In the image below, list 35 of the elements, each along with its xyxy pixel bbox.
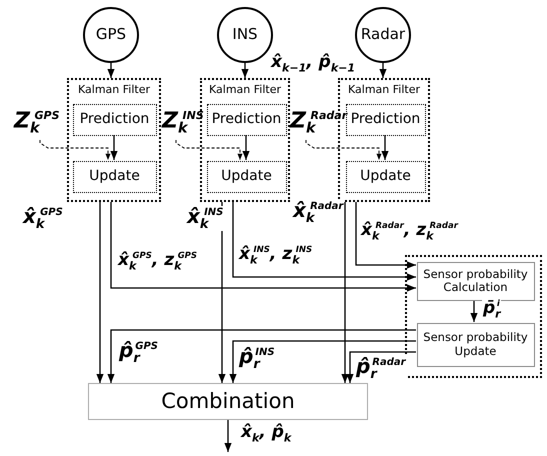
arrow: [107, 63, 115, 78]
arrow: [381, 135, 389, 160]
arrow: [224, 420, 232, 452]
arrow: [346, 351, 416, 383]
arrow: [110, 202, 416, 292]
process-box: Prediction: [72, 104, 156, 136]
arrow: [232, 202, 416, 281]
arrow: [341, 202, 349, 383]
arrow: [355, 202, 416, 269]
combination-box: Combination: [88, 383, 368, 420]
arrow: [107, 329, 416, 383]
math-label: x̂$_{k−1}$, p̂$_{k−1}$: [270, 54, 356, 74]
dashed-arrow: [306, 140, 382, 160]
process-box: Update: [72, 160, 156, 192]
dashed-arrow: [40, 140, 111, 160]
group-title: Kalman Filter: [209, 84, 281, 97]
arrow: [379, 63, 387, 78]
edge-label: x̂$_{k}$, p̂$_{k}$: [240, 424, 292, 444]
dashed-arrow: [176, 140, 243, 160]
process-box: Update: [346, 160, 426, 192]
arrow: [229, 340, 416, 383]
sensor-circle: GPS: [83, 7, 139, 63]
process-box: Prediction: [206, 104, 286, 136]
group-title: Kalman Filter: [348, 84, 420, 97]
arrow: [110, 135, 118, 160]
arrow: [242, 135, 250, 160]
arrow: [96, 202, 104, 383]
arrow: [241, 63, 249, 78]
process-box: Sensor probability Update: [416, 322, 534, 366]
process-box: Prediction: [346, 104, 426, 136]
group-title: Kalman Filter: [78, 84, 150, 97]
filter-group-box: [67, 78, 161, 202]
process-box: Update: [206, 160, 286, 192]
arrow: [470, 300, 478, 322]
process-box: Sensor probability Calculation: [416, 262, 534, 300]
